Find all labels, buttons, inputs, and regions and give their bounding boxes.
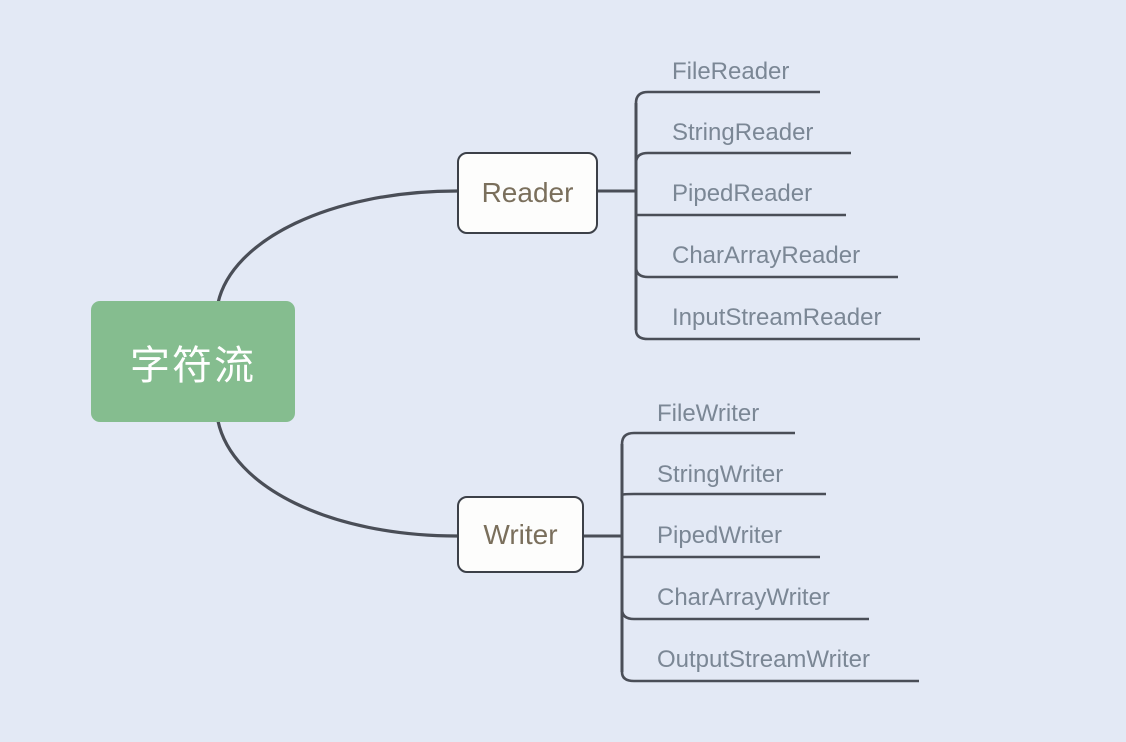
leaf-label: PipedReader xyxy=(672,180,813,207)
edge-writer-leaf-1 xyxy=(620,431,795,445)
leaf-node-filereader[interactable]: FileReader xyxy=(672,60,789,84)
leaf-node-stringreader[interactable]: StringReader xyxy=(672,121,813,145)
leaf-node-chararraywriter[interactable]: CharArrayWriter xyxy=(657,586,830,610)
leaf-label: OutputStreamWriter xyxy=(657,646,870,673)
leaf-label: PipedWriter xyxy=(657,522,782,549)
leaf-label: FileReader xyxy=(672,58,790,85)
edge-writer-leaf-5 xyxy=(620,671,919,683)
root-node[interactable]: 字符流 xyxy=(91,301,295,422)
leaf-label: InputStreamReader xyxy=(672,304,882,331)
leaf-label: CharArrayReader xyxy=(672,242,861,269)
leaf-node-chararrayreader[interactable]: CharArrayReader xyxy=(672,244,860,268)
root-node-label: 字符流 xyxy=(130,343,256,388)
leaf-node-stringwriter[interactable]: StringWriter xyxy=(657,463,783,487)
edge-root-to-writer xyxy=(216,419,459,538)
leaf-node-outputstreamwriter[interactable]: OutputStreamWriter xyxy=(657,648,870,672)
branch-node-writer[interactable]: Writer xyxy=(457,496,584,573)
edge-reader-leaf-1 xyxy=(634,90,820,104)
leaf-node-inputstreamreader[interactable]: InputStreamReader xyxy=(672,306,881,330)
leaf-label: StringWriter xyxy=(657,461,784,488)
leaf-node-pipedwriter[interactable]: PipedWriter xyxy=(657,524,782,548)
branch-node-reader-label: Reader xyxy=(481,177,574,208)
leaf-node-filewriter[interactable]: FileWriter xyxy=(657,402,759,426)
leaf-label: FileWriter xyxy=(657,400,760,427)
edge-writer-leaf-4 xyxy=(620,608,869,621)
branch-node-reader[interactable]: Reader xyxy=(457,152,598,234)
leaf-label: CharArrayWriter xyxy=(657,584,830,611)
edge-reader-leaf-2 xyxy=(634,151,851,164)
leaf-label: StringReader xyxy=(672,119,814,146)
branch-node-writer-label: Writer xyxy=(483,518,558,550)
edge-root-to-reader xyxy=(216,189,459,305)
leaf-node-pipedreader[interactable]: PipedReader xyxy=(672,182,812,206)
edge-reader-leaf-5 xyxy=(634,329,920,341)
edge-writer-leaf-2 xyxy=(620,492,826,497)
edge-reader-leaf-4 xyxy=(634,266,898,279)
